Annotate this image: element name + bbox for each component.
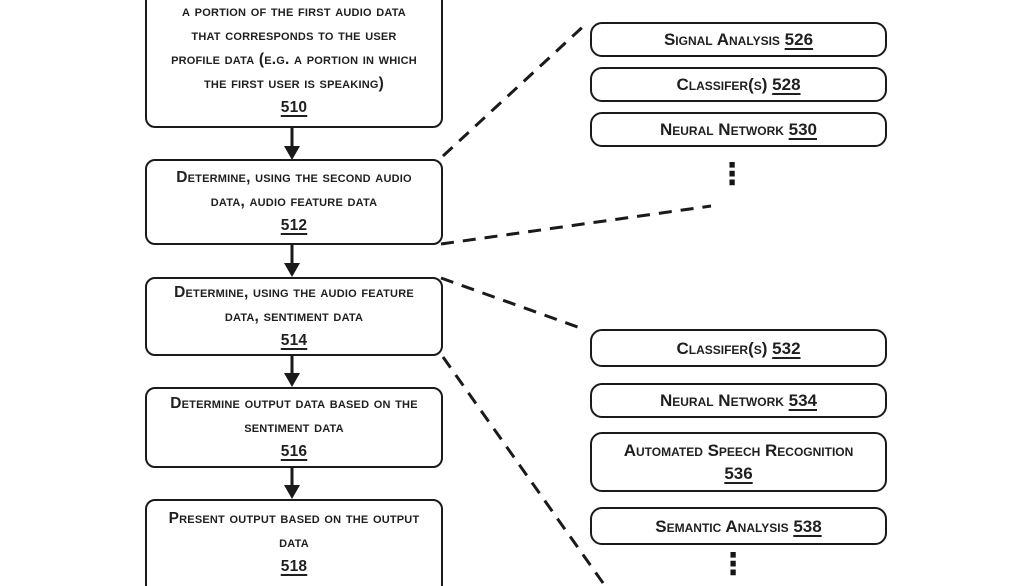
ref-number-530: 530 [788, 120, 818, 139]
flow-step-514: Determine, using the audio feature data,… [145, 277, 443, 356]
component-name: Classifer(s) [676, 338, 768, 358]
component-name: Semantic Analysis [655, 516, 789, 536]
step-text-line: that corresponds to the user [191, 27, 397, 44]
component-name: Signal Analysis [663, 30, 780, 49]
ref-number-512: 512 [280, 217, 308, 234]
ref-number-516: 516 [280, 442, 308, 460]
flow-step-518: Present output based on the output data … [145, 499, 443, 586]
step-text-line: Present output based on the output [168, 510, 420, 527]
component-name: Automated Speech Recognition [623, 441, 854, 460]
step-text-line: Determine output data based on the [170, 394, 418, 412]
component-box-536: Automated Speech Recognition 536 [590, 432, 887, 492]
flow-step-516: Determine output data based on the senti… [145, 387, 443, 468]
ref-number-534: 534 [788, 391, 818, 410]
component-box-534: Neural Network 534 [590, 383, 887, 418]
component-box-538: Semantic Analysis 538 [590, 507, 887, 545]
vertical-ellipsis-bottom-group: ⋮ [718, 547, 748, 582]
ref-number-510: 510 [280, 99, 308, 116]
component-name: Neural Network [659, 120, 784, 139]
component-label: Neural Network 530 [660, 118, 817, 141]
ref-number-532: 532 [772, 338, 801, 358]
component-box-532: Classifer(s) 532 [590, 329, 887, 367]
step-text-line: data [279, 534, 309, 551]
ref-number-518: 518 [280, 558, 308, 575]
flow-arrow-512-514 [284, 245, 300, 277]
ref-number-538: 538 [793, 516, 822, 536]
ref-number-514: 514 [280, 331, 308, 349]
step-text-line: the first user is speaking) [204, 75, 384, 92]
step-text-line: sentiment data [244, 418, 344, 436]
dashed-connector-512-to-526-group-bottom [440, 204, 712, 246]
component-label: Classifer(s) 528 [676, 73, 800, 96]
step-text-line: data, sentiment data [224, 307, 364, 325]
flow-step-510: a portion of the first audio data that c… [145, 0, 443, 128]
component-label: Signal Analysis 526 [664, 28, 813, 51]
flow-step-512: Determine, using the second audio data, … [145, 159, 443, 245]
component-name: Neural Network [659, 391, 784, 410]
dashed-connector-512-to-526-group-top [441, 20, 590, 158]
step-text-line: data, audio feature data [210, 193, 378, 210]
step-text-line: Determine, using the second audio [176, 169, 412, 186]
step-text-line: Determine, using the audio feature [174, 283, 414, 301]
dashed-connector-514-to-532-group-bottom [441, 356, 608, 586]
vertical-ellipsis-top-group: ⋮ [717, 157, 747, 192]
step-text-line: a portion of the first audio data [182, 3, 406, 20]
step-text-line: profile data (e.g. a portion in which [171, 51, 417, 68]
flow-arrow-510-512 [284, 128, 300, 160]
component-box-526: Signal Analysis 526 [590, 22, 887, 57]
flow-arrow-514-516 [284, 356, 300, 387]
component-box-530: Neural Network 530 [590, 112, 887, 147]
flow-arrow-516-518 [284, 468, 300, 499]
component-box-528: Classifer(s) 528 [590, 67, 887, 102]
ref-number-526: 526 [784, 30, 814, 49]
ref-number-536: 536 [724, 464, 753, 483]
component-label: Semantic Analysis 538 [655, 515, 821, 538]
component-label: Classifer(s) 532 [676, 337, 800, 360]
dashed-connector-514-to-532-group-top [440, 276, 587, 332]
component-label: Automated Speech Recognition 536 [613, 439, 865, 485]
component-label: Neural Network 534 [660, 389, 817, 412]
component-name: Classifer(s) [676, 75, 768, 94]
ref-number-528: 528 [772, 75, 801, 94]
